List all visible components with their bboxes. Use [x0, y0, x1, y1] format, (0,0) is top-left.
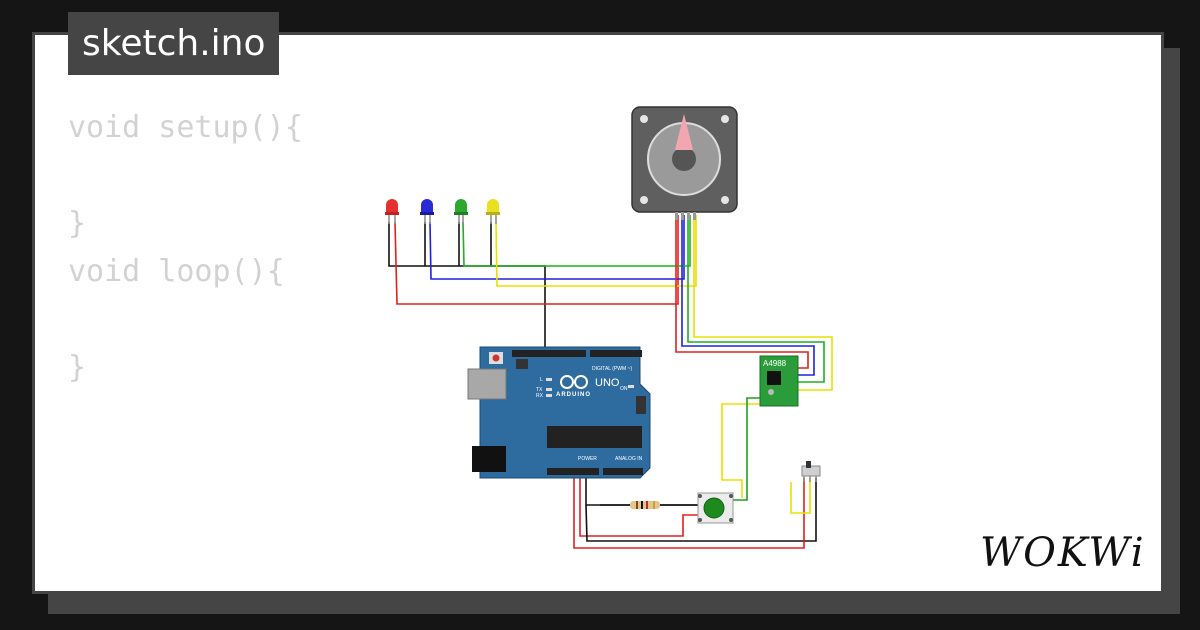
- analog-label: ANALOG IN: [615, 456, 643, 462]
- resistor-icon[interactable]: [630, 501, 660, 509]
- analog-header[interactable]: [603, 468, 643, 475]
- led-red[interactable]: [385, 199, 399, 224]
- driver-label: A4988: [763, 359, 787, 368]
- power-label: POWER: [578, 456, 597, 462]
- slide-switch-icon[interactable]: [801, 461, 821, 482]
- code-line: void setup(){: [68, 110, 303, 145]
- on-label: ON: [620, 386, 628, 392]
- power-jack: [472, 446, 506, 472]
- usb-port: [467, 368, 507, 400]
- board-led: [628, 385, 634, 388]
- wires: [388, 215, 833, 549]
- arduino-uno-board[interactable]: UNO ARDUINO DIGITAL (PWM ~) POWER ANALOG…: [467, 346, 651, 479]
- a4988-driver[interactable]: A4988: [759, 355, 799, 407]
- led-blue[interactable]: [420, 199, 434, 224]
- digital-label: DIGITAL (PWM ~): [592, 366, 632, 372]
- power-header[interactable]: [547, 468, 599, 475]
- wokwi-logo-text: WOKWi: [980, 530, 1146, 574]
- board-led: [546, 378, 552, 381]
- wire-switch-ground: [585, 478, 817, 542]
- filename-tab[interactable]: sketch.ino: [68, 12, 280, 75]
- wire-driver-dir: [733, 397, 760, 501]
- board-led: [546, 388, 552, 391]
- icsp-header: [636, 396, 646, 414]
- wire-led-yellow: [495, 215, 697, 287]
- wire-led-red: [394, 215, 679, 305]
- code-line: }: [68, 206, 87, 241]
- wire-coil-red: [675, 215, 809, 369]
- icsp-header: [516, 359, 528, 369]
- digital-header[interactable]: [512, 350, 586, 357]
- rx-label: RX: [536, 393, 544, 399]
- microcontroller-chip: [547, 426, 642, 448]
- wire-led-green: [462, 215, 691, 267]
- led-yellow[interactable]: [486, 199, 500, 224]
- l-label: L: [540, 377, 543, 383]
- wire-led-ground: [388, 222, 546, 352]
- wire-led-blue: [429, 215, 685, 280]
- code-line: void loop(){: [68, 254, 285, 289]
- arduino-logo-icon: [560, 375, 588, 389]
- code-line: }: [68, 350, 87, 385]
- wire-power-5v: [579, 475, 698, 537]
- code-preview: void setup(){ } void loop(){ }: [68, 104, 388, 392]
- digital-header[interactable]: [590, 350, 642, 357]
- wire-coil-blue: [681, 215, 815, 376]
- tx-label: TX: [536, 387, 543, 393]
- wire-coil-green: [687, 215, 825, 383]
- board-brand-label: ARDUINO: [556, 392, 591, 398]
- board-model-label: UNO: [595, 377, 620, 389]
- wokwi-logo[interactable]: WOKWi: [978, 528, 1150, 574]
- preview-card: [32, 32, 1164, 594]
- wire-power-ground: [585, 475, 698, 506]
- stepper-motor-icon[interactable]: [631, 106, 738, 220]
- wire-switch-5v: [573, 475, 805, 549]
- wire-coil-yellow: [693, 215, 833, 391]
- board-led: [546, 394, 552, 397]
- wire-switch-signal: [790, 478, 811, 514]
- wire-driver-step: [721, 403, 760, 498]
- led-green[interactable]: [454, 199, 468, 224]
- pushbutton-icon[interactable]: [697, 492, 734, 524]
